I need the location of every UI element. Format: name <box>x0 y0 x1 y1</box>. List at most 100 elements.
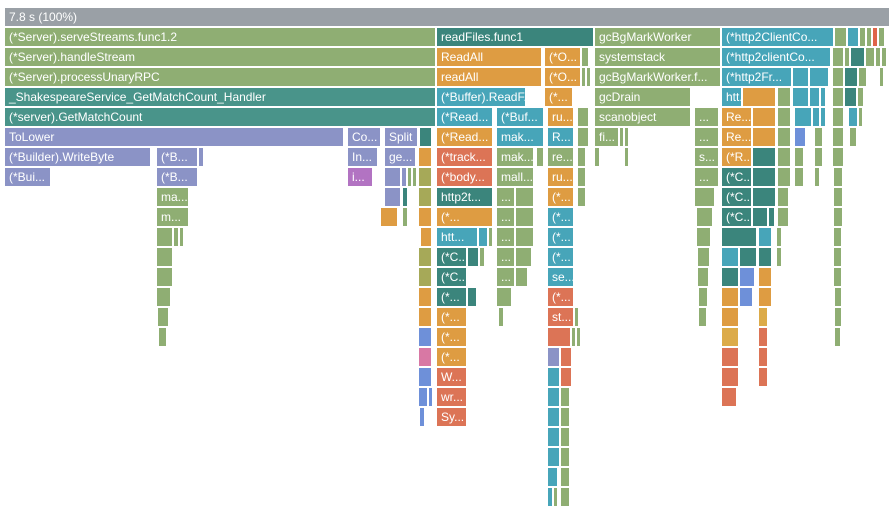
frame-sliver[interactable] <box>759 268 771 286</box>
frame-sliver[interactable] <box>697 208 712 226</box>
frame-block[interactable]: (*Read... <box>437 128 492 146</box>
frame-sliver[interactable] <box>722 268 738 286</box>
frame-sliver[interactable] <box>419 188 431 206</box>
frame-sliver[interactable] <box>698 268 708 286</box>
frame-sliver[interactable] <box>777 228 781 246</box>
frame-sliver[interactable] <box>174 228 178 246</box>
frame-block[interactable]: W... <box>437 368 466 386</box>
frame-sliver[interactable] <box>548 348 559 366</box>
frame-block[interactable]: (*... <box>437 328 466 346</box>
frame-sliver[interactable] <box>413 168 416 186</box>
frame-sliver[interactable] <box>743 88 775 106</box>
frame-sliver[interactable] <box>699 308 706 326</box>
frame-block[interactable]: readAll <box>437 68 541 86</box>
frame-block[interactable]: (*body... <box>437 168 492 186</box>
frame-sliver[interactable] <box>499 308 503 326</box>
frame-block[interactable]: Re... <box>722 128 751 146</box>
frame-block[interactable]: htt... <box>437 228 477 246</box>
frame-block[interactable]: ru... <box>548 168 573 186</box>
frame-sliver[interactable] <box>158 308 168 326</box>
frame-sliver[interactable] <box>561 468 569 486</box>
frame-block[interactable]: gcBgMarkWorker <box>595 28 720 46</box>
frame-sliver[interactable] <box>815 128 822 146</box>
frame-sliver[interactable] <box>778 128 790 146</box>
frame-sliver[interactable] <box>880 68 883 86</box>
frame-block[interactable]: _ShakespeareService_GetMatchCount_Handle… <box>5 88 435 106</box>
frame-sliver[interactable] <box>582 68 585 86</box>
frame-sliver[interactable] <box>833 68 843 86</box>
frame-block[interactable]: re... <box>548 148 573 166</box>
frame-sliver[interactable] <box>157 268 172 286</box>
frame-sliver[interactable] <box>879 28 884 46</box>
frame-block[interactable]: (*... <box>545 88 572 106</box>
frame-block[interactable]: (*http2clientCo... <box>722 48 830 66</box>
frame-block[interactable]: ... <box>695 128 718 146</box>
frame-block[interactable]: (*server).GetMatchCount <box>5 108 435 126</box>
frame-block[interactable]: (*Server).serveStreams.func1.2 <box>5 28 435 46</box>
frame-sliver[interactable] <box>572 328 575 346</box>
frame-sliver[interactable] <box>159 328 166 346</box>
frame-sliver[interactable] <box>753 188 775 206</box>
frame-sliver[interactable] <box>429 388 432 406</box>
frame-sliver[interactable] <box>778 148 790 166</box>
frame-sliver[interactable] <box>587 68 590 86</box>
frame-block[interactable]: m... <box>157 208 188 226</box>
frame-block[interactable]: mak... <box>497 128 543 146</box>
frame-block[interactable]: st... <box>548 308 573 326</box>
frame-sliver[interactable] <box>516 208 533 226</box>
frame-sliver[interactable] <box>419 348 431 366</box>
frame-sliver[interactable] <box>419 148 431 166</box>
frame-sliver[interactable] <box>815 148 822 166</box>
frame-sliver[interactable] <box>419 288 431 306</box>
frame-sliver[interactable] <box>548 488 552 506</box>
frame-block[interactable]: (*Read... <box>437 108 492 126</box>
frame-sliver[interactable] <box>813 108 819 126</box>
frame-sliver[interactable] <box>578 148 585 166</box>
frame-sliver[interactable] <box>859 108 862 126</box>
frame-block[interactable]: (*... <box>548 248 573 266</box>
frame-sliver[interactable] <box>850 128 856 146</box>
frame-block[interactable]: mak... <box>497 148 533 166</box>
frame-sliver[interactable] <box>759 248 771 266</box>
frame-sliver[interactable] <box>866 48 874 66</box>
frame-sliver[interactable] <box>419 248 431 266</box>
frame-sliver[interactable] <box>561 388 569 406</box>
frame-block[interactable]: (*... <box>437 348 466 366</box>
frame-block[interactable]: systemstack <box>595 48 720 66</box>
frame-sliver[interactable] <box>582 48 588 66</box>
frame-sliver[interactable] <box>835 308 841 326</box>
frame-block[interactable]: ToLower <box>5 128 343 146</box>
frame-sliver[interactable] <box>821 88 825 106</box>
frame-sliver[interactable] <box>845 68 857 86</box>
frame-sliver[interactable] <box>858 88 863 106</box>
frame-sliver[interactable] <box>833 148 843 166</box>
frame-sliver[interactable] <box>753 168 775 186</box>
frame-sliver[interactable] <box>516 268 527 286</box>
frame-sliver[interactable] <box>722 348 738 366</box>
frame-sliver[interactable] <box>561 448 569 466</box>
frame-sliver[interactable] <box>753 128 775 146</box>
frame-block[interactable]: ge... <box>385 148 415 166</box>
frame-block[interactable]: (*B... <box>157 168 197 186</box>
frame-sliver[interactable] <box>402 168 406 186</box>
frame-sliver[interactable] <box>548 368 559 386</box>
frame-sliver[interactable] <box>821 108 825 126</box>
frame-sliver[interactable] <box>769 208 774 226</box>
frame-sliver[interactable] <box>834 168 842 186</box>
frame-block[interactable]: ... <box>497 248 514 266</box>
frame-block[interactable]: Split <box>385 128 417 146</box>
frame-sliver[interactable] <box>834 208 842 226</box>
frame-sliver[interactable] <box>722 228 756 246</box>
frame-block[interactable]: (*... <box>437 288 466 306</box>
frame-sliver[interactable] <box>759 288 771 306</box>
frame-block[interactable]: wr... <box>437 388 466 406</box>
frame-sliver[interactable] <box>834 268 841 286</box>
frame-block[interactable]: s... <box>695 148 718 166</box>
frame-block[interactable]: ... <box>695 168 718 186</box>
frame-sliver[interactable] <box>180 228 183 246</box>
frame-sliver[interactable] <box>835 328 840 346</box>
frame-sliver[interactable] <box>548 328 570 346</box>
frame-sliver[interactable] <box>578 168 585 186</box>
frame-block[interactable]: (*C... <box>722 208 751 226</box>
frame-sliver[interactable] <box>698 248 709 266</box>
